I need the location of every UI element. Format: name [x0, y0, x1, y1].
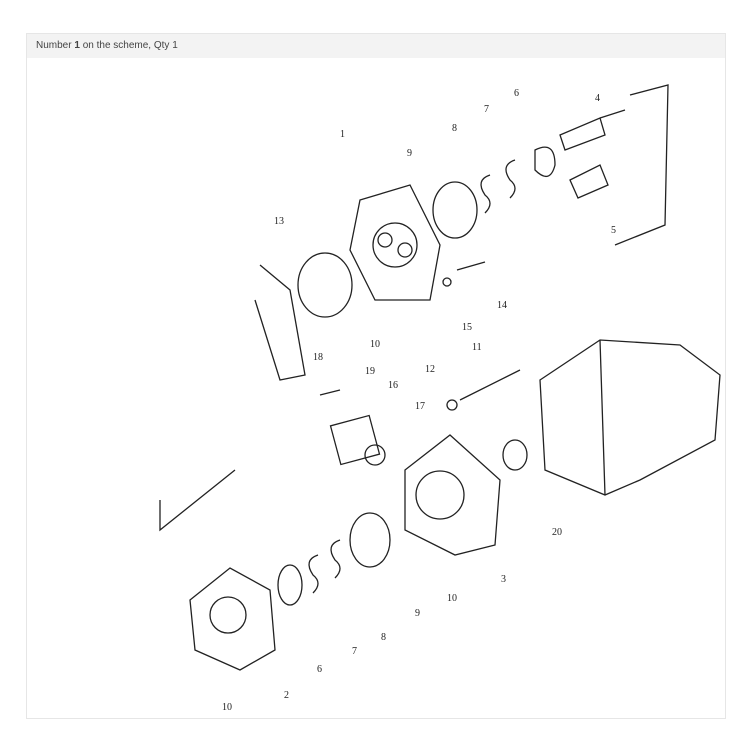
callout: 6 [514, 88, 519, 99]
part-16-plate [329, 414, 381, 466]
callout: 1 [340, 129, 345, 140]
callout: 7 [352, 646, 357, 657]
callout: 10 [370, 339, 380, 350]
callout: 12 [425, 364, 435, 375]
callout: 9 [415, 608, 420, 619]
part-8-snap-ring-lower [330, 539, 341, 579]
part-7-snap-ring [505, 159, 516, 199]
callout: 11 [472, 342, 482, 353]
part-12-washer [446, 399, 458, 411]
callout: 7 [484, 104, 489, 115]
part-4-gear-shaft [559, 109, 626, 151]
callout: 17 [415, 401, 425, 412]
part-11-bolt [459, 369, 521, 401]
callout: 8 [381, 632, 386, 643]
part-6-bushing [534, 146, 556, 177]
callout: 5 [611, 225, 616, 236]
leader-line [159, 469, 236, 532]
part-15-washer [442, 277, 452, 287]
callout: 3 [501, 574, 506, 585]
callout: 13 [274, 216, 284, 227]
part-6-bushing-lower [277, 564, 303, 606]
part-2-end-cover [189, 567, 276, 671]
callout: 15 [462, 322, 472, 333]
part-20-bushing [502, 439, 528, 471]
part-3-body [404, 434, 501, 556]
pump-assembly [539, 339, 721, 496]
part-17-o-ring [364, 444, 386, 466]
housing-fragment [254, 264, 306, 381]
callout: 8 [452, 123, 457, 134]
caption-number: 1 [74, 40, 80, 51]
callout: 20 [552, 527, 562, 538]
callout: 10 [222, 702, 232, 713]
part-14-bolt [456, 261, 486, 271]
part-18-bolt [319, 389, 341, 396]
callout: 2 [284, 690, 289, 701]
part-5-gear [569, 164, 609, 199]
scheme-caption: Number 1 on the scheme, Qty 1 [27, 34, 725, 58]
callout: 14 [497, 300, 507, 311]
callout: 16 [388, 380, 398, 391]
leader-line [614, 84, 669, 246]
callout-labels: 4 6 7 8 9 1 5 13 14 15 10 11 12 18 19 16… [222, 88, 616, 713]
callout: 10 [447, 593, 457, 604]
callout: 19 [365, 366, 375, 377]
caption-suffix: on the scheme, Qty 1 [79, 40, 178, 51]
callout: 18 [313, 352, 323, 363]
part-9-gasket [432, 181, 478, 239]
callout: 4 [595, 93, 600, 104]
part-7-snap-ring-lower [308, 554, 319, 594]
caption-prefix: Number [36, 40, 75, 51]
diagram-panel: Number 1 on the scheme, Qty 1 [26, 33, 726, 719]
part-9-gasket-lower [349, 512, 391, 568]
part-1-cover-plate [349, 184, 441, 301]
part-8-snap-ring [480, 174, 491, 214]
callout: 6 [317, 664, 322, 675]
callout: 9 [407, 148, 412, 159]
part-13-gasket [297, 252, 353, 318]
